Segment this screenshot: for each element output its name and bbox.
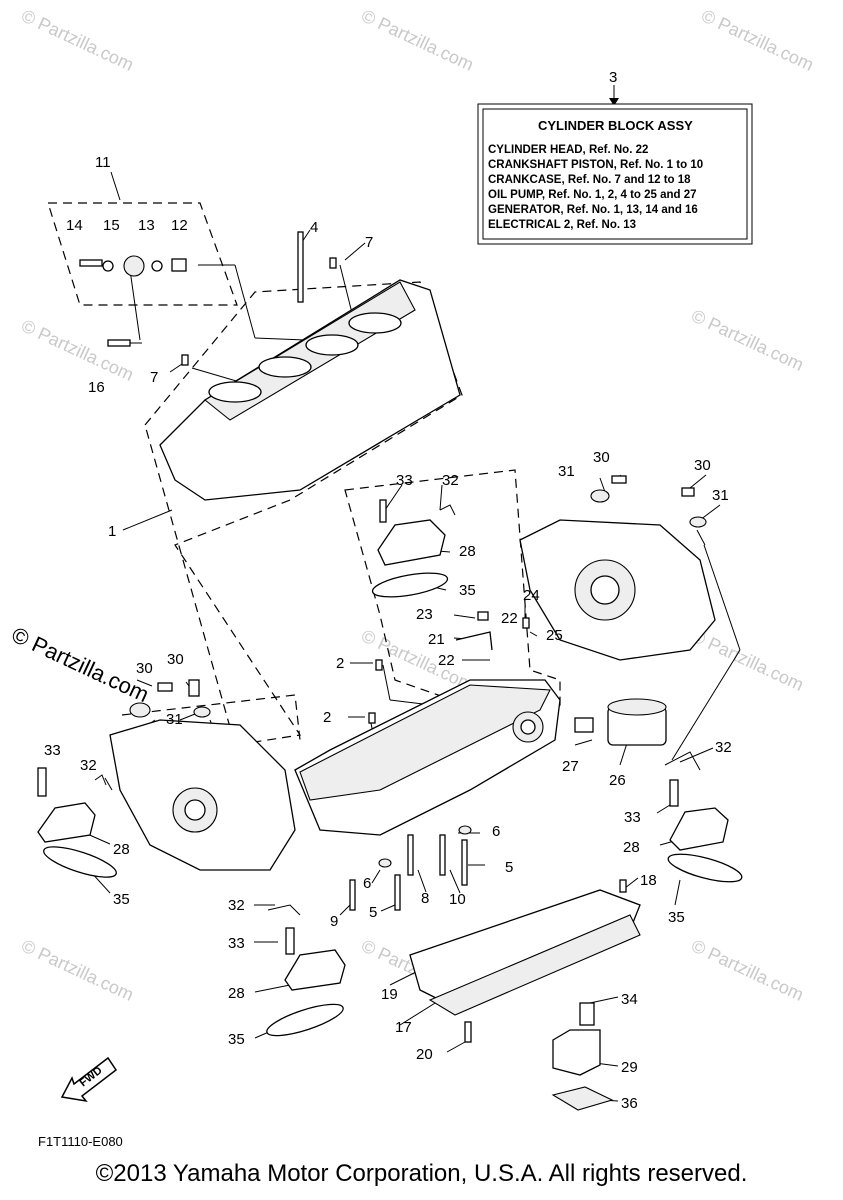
generator-cover-right [519, 475, 716, 661]
mount-bracket-group-upper [371, 499, 530, 651]
callout-29: 29 [621, 1059, 638, 1076]
callout-12: 12 [171, 217, 188, 234]
callout-32: 32 [442, 472, 459, 489]
callout-23: 23 [416, 606, 433, 623]
callout-6: 6 [363, 875, 371, 892]
cylinder-block [159, 231, 461, 501]
callout-17: 17 [395, 1019, 412, 1036]
callout-34: 34 [621, 991, 638, 1008]
crankcase-lower [294, 659, 561, 836]
callout-31: 31 [166, 711, 183, 728]
callout-2: 2 [323, 709, 331, 726]
generator-cover-left [109, 679, 296, 871]
info-box-line: ELECTRICAL 2, Ref. No. 13 [488, 219, 636, 231]
mount-bracket-left [37, 767, 117, 878]
callout-30: 30 [136, 660, 153, 677]
callout-9: 9 [330, 913, 338, 930]
bolts-and-studs-lower [349, 825, 472, 1043]
callout-18: 18 [640, 872, 657, 889]
callout-28: 28 [113, 841, 130, 858]
watermark: © Partzilla.com [18, 315, 136, 384]
callout-11: 11 [95, 154, 111, 171]
oil-pan [409, 879, 641, 1016]
watermark: © Partzilla.com [18, 935, 136, 1004]
callout-3: 3 [609, 69, 617, 86]
callout-22: 22 [501, 610, 518, 627]
callout-16: 16 [88, 379, 105, 396]
callout-13: 13 [138, 217, 155, 234]
callout-30: 30 [694, 457, 711, 474]
callout-25: 25 [546, 627, 563, 644]
callout-32: 32 [80, 757, 97, 774]
callout-7: 7 [365, 234, 373, 251]
callout-24: 24 [523, 587, 540, 604]
callout-6: 6 [492, 823, 500, 840]
info-box-title: CYLINDER BLOCK ASSY [538, 118, 693, 133]
callout-32: 32 [715, 739, 732, 756]
sensor-module [551, 1002, 614, 1111]
watermark-prominent: © Partzilla.com [8, 622, 153, 707]
oil-filter [574, 698, 667, 746]
callout-33: 33 [228, 935, 245, 952]
callout-7: 7 [150, 369, 158, 386]
info-box-line: GENERATOR, Ref. No. 1, 13, 14 and 16 [488, 204, 698, 216]
info-box-line: CRANKCASE, Ref. No. 7 and 12 to 18 [488, 174, 691, 186]
watermark: © Partzilla.com [358, 5, 476, 74]
callout-20: 20 [416, 1046, 433, 1063]
callout-14: 14 [66, 217, 83, 234]
mount-bracket-bottom [266, 904, 346, 1037]
callout-27: 27 [562, 758, 579, 775]
callout-28: 28 [228, 985, 245, 1002]
callout-33: 33 [624, 809, 641, 826]
group-outlines [47, 202, 561, 746]
callout-28: 28 [459, 543, 476, 560]
callout-35: 35 [668, 909, 685, 926]
watermark: © Partzilla.com [688, 625, 806, 694]
callout-4: 4 [310, 219, 318, 236]
callout-10: 10 [449, 891, 466, 908]
watermark: © Partzilla.com [698, 5, 816, 74]
callout-35: 35 [113, 891, 130, 908]
mount-bracket-right [664, 751, 743, 883]
callout-30: 30 [593, 449, 610, 466]
copyright-notice: ©2013 Yamaha Motor Corporation, U.S.A. A… [95, 1160, 748, 1187]
callout-19: 19 [381, 986, 398, 1003]
forward-arrow-icon: FWD [60, 1056, 118, 1103]
info-box-line: CRANKSHAFT PISTON, Ref. No. 1 to 10 [488, 159, 703, 171]
callout-32: 32 [228, 897, 245, 914]
callout-26: 26 [609, 772, 626, 789]
callout-35: 35 [228, 1031, 245, 1048]
callout-22: 22 [438, 652, 455, 669]
info-box-line: CYLINDER HEAD, Ref. No. 22 [488, 144, 648, 156]
callout-numbers: 3 11 14 15 13 12 4 7 16 7 1 31 30 30 31 … [44, 69, 732, 1112]
callout-30: 30 [167, 651, 184, 668]
watermark: © Partzilla.com [688, 305, 806, 374]
callout-21: 21 [428, 631, 445, 648]
watermark: © Partzilla.com [688, 935, 806, 1004]
callout-8: 8 [421, 890, 429, 907]
callout-5: 5 [505, 859, 513, 876]
assembly-info-box: CYLINDER BLOCK ASSY CYLINDER HEAD, Ref. … [477, 85, 753, 245]
callout-36: 36 [621, 1095, 638, 1112]
callout-28: 28 [623, 839, 640, 856]
watermark: © Partzilla.com [18, 5, 136, 74]
callout-31: 31 [558, 463, 575, 480]
callout-35: 35 [459, 582, 476, 599]
callout-15: 15 [103, 217, 120, 234]
callout-31: 31 [712, 487, 729, 504]
callout-5: 5 [369, 904, 377, 921]
callout-1: 1 [108, 523, 116, 540]
callout-2: 2 [336, 655, 344, 672]
callout-33: 33 [396, 472, 413, 489]
callout-33: 33 [44, 742, 61, 759]
diagram-code: F1T1110-E080 [38, 1134, 123, 1149]
info-box-line: OIL PUMP, Ref. No. 1, 2, 4 to 25 and 27 [488, 189, 697, 201]
bolt-set-top-left [79, 255, 187, 347]
